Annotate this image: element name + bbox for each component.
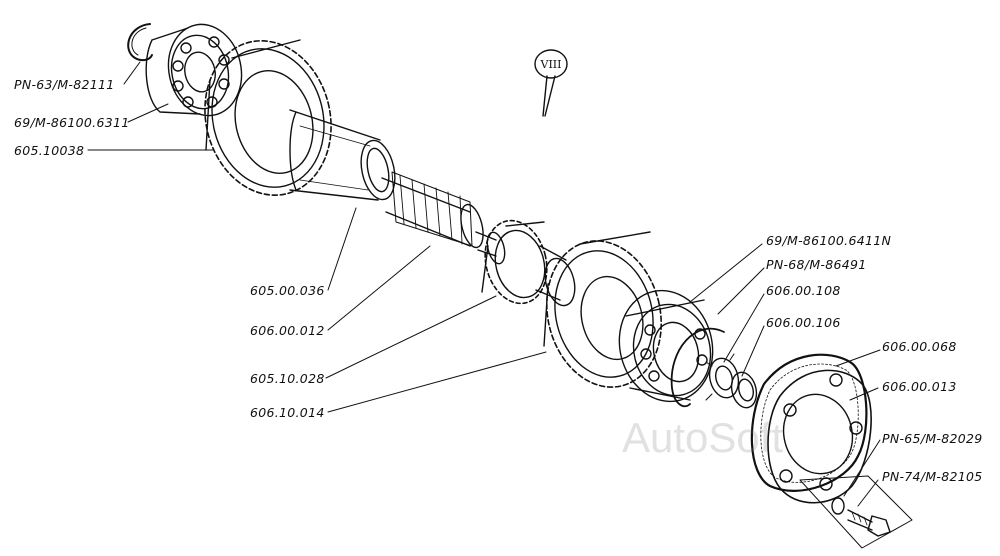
small-gear-part <box>481 219 576 307</box>
label-60610014: 606.10.014 <box>250 405 325 420</box>
watermark-text: AutoSoft <box>622 414 784 461</box>
label-pn63: PN-63/M-82111 <box>14 77 115 92</box>
splined-shaft-part <box>381 171 506 265</box>
label-605100138: 605.10038 <box>14 143 85 158</box>
shaft-sleeve-part <box>289 109 396 201</box>
bearing-cover-part <box>767 369 872 504</box>
label-60600012: 606.00.012 <box>250 323 325 338</box>
label-pn74: PN-74/M-82105 <box>882 469 983 484</box>
label-60600013: 606.00.013 <box>882 379 957 394</box>
bolt-washer-inset <box>799 475 913 549</box>
label-60600068: 606.00.068 <box>882 339 957 354</box>
circlip-part <box>670 327 725 408</box>
large-gear-part <box>204 39 332 196</box>
label-60600106: 606.00.106 <box>766 315 841 330</box>
label-pn65: PN-65/M-82029 <box>882 431 983 446</box>
label-b6311: 69/M-86100.6311 <box>14 115 130 130</box>
snap-ring-part <box>127 23 153 62</box>
label-60500036: 605.00.036 <box>250 283 325 298</box>
lock-washer-part <box>705 353 740 401</box>
label-pn68: PN-68/M-86491 <box>766 257 867 272</box>
leader-lines <box>87 61 881 507</box>
gasket-part <box>750 353 868 492</box>
roller-bearing-part <box>618 289 714 403</box>
label-b6411n: 69/M-86100.6411N <box>766 233 892 248</box>
label-60600108: 606.00.108 <box>766 283 841 298</box>
group-number-label: VIII <box>540 58 562 71</box>
shaft-nut-part <box>730 371 758 409</box>
gear-wheel-part <box>543 231 663 388</box>
group-marker <box>534 49 568 117</box>
label-60510028: 605.10.028 <box>250 371 325 386</box>
